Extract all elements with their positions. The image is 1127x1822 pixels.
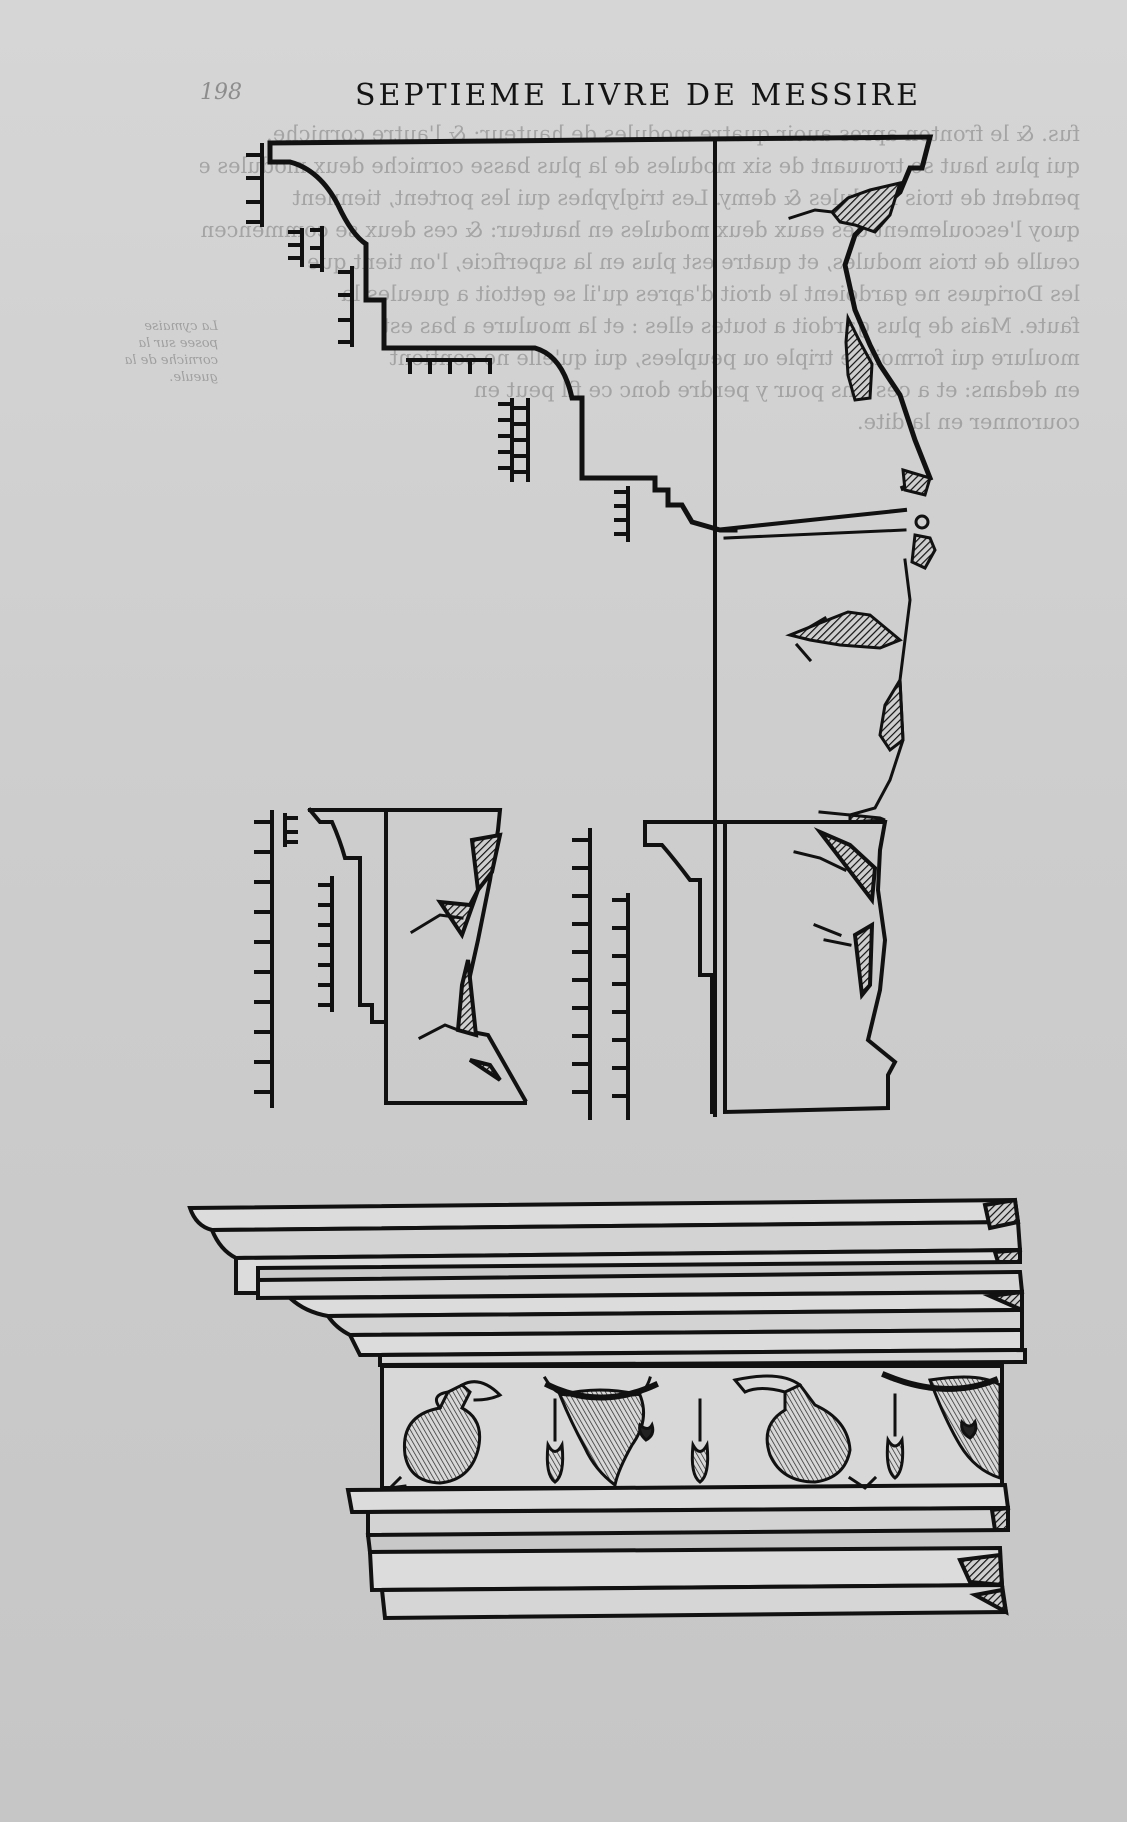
- frieze-ornament: [385, 1371, 1002, 1491]
- folio-number: 198: [200, 80, 242, 105]
- ruin-breaks-upper: [785, 180, 937, 824]
- architrave-profile-middle: [572, 820, 898, 1120]
- cornice-profile-upper: [267, 134, 934, 1117]
- architrave-profile-left: [254, 807, 528, 1108]
- cornice-elevation: [187, 1197, 1027, 1621]
- module-scale-upper: [246, 143, 630, 542]
- running-head: SEPTIEME LIVRE DE MESSIRE: [355, 78, 922, 113]
